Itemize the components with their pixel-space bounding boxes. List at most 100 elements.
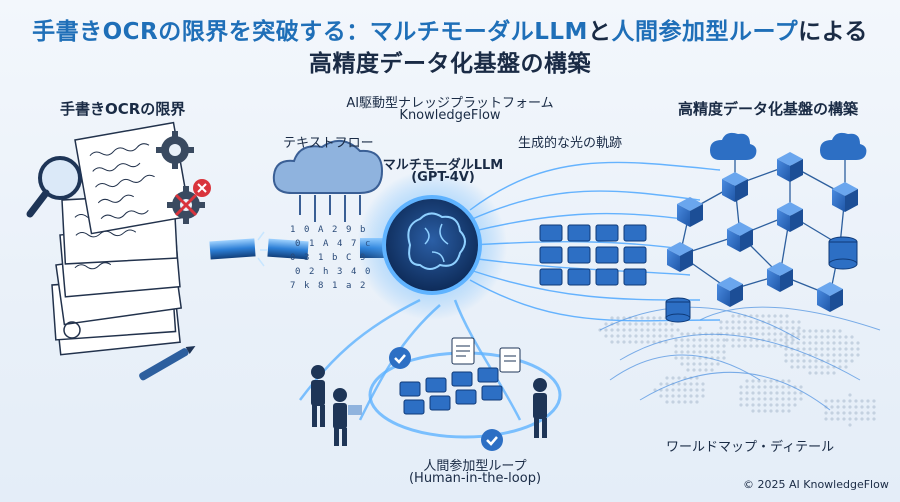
map-dot xyxy=(695,376,699,380)
map-dot xyxy=(658,322,662,326)
map-dot xyxy=(695,388,699,392)
map-dot xyxy=(784,347,788,351)
map-dot xyxy=(737,326,741,330)
magnifier-icon xyxy=(26,156,82,218)
map-dot xyxy=(757,385,761,389)
map-dot xyxy=(820,335,824,339)
map-dot xyxy=(751,403,755,407)
map-dot xyxy=(769,397,773,401)
glyph-char: k xyxy=(304,281,310,291)
map-dot xyxy=(646,328,650,332)
map-dot xyxy=(704,368,708,372)
map-dot xyxy=(797,332,801,336)
map-dot xyxy=(604,328,608,332)
map-dot xyxy=(665,376,669,380)
map-dot xyxy=(773,338,777,342)
map-dot xyxy=(820,341,824,345)
map-dot xyxy=(716,344,720,348)
map-dot xyxy=(824,411,828,415)
map-dot xyxy=(751,391,755,395)
map-dot xyxy=(751,385,755,389)
map-dot xyxy=(757,403,761,407)
map-dot xyxy=(854,411,858,415)
map-dot xyxy=(745,385,749,389)
map-dot xyxy=(680,338,684,342)
map-dot xyxy=(838,365,842,369)
map-dot xyxy=(646,334,650,338)
map-dot xyxy=(671,394,675,398)
map-dot xyxy=(854,417,858,421)
map-dot xyxy=(769,403,773,407)
map-dot xyxy=(698,362,702,366)
map-dot xyxy=(787,403,791,407)
network-graph-nodes xyxy=(667,152,858,312)
map-dot xyxy=(622,334,626,338)
map-dot xyxy=(844,341,848,345)
map-dot xyxy=(731,320,735,324)
map-dot xyxy=(610,328,614,332)
glyph-char: 2 xyxy=(309,267,314,277)
network-node-cube xyxy=(717,277,743,307)
map-dot xyxy=(793,403,797,407)
map-dot xyxy=(725,326,729,330)
network-node-cube xyxy=(832,182,858,212)
map-dot xyxy=(610,334,614,338)
map-dot xyxy=(640,328,644,332)
map-dot xyxy=(704,344,708,348)
map-dot xyxy=(646,322,650,326)
map-dot xyxy=(850,341,854,345)
map-dot xyxy=(820,329,824,333)
map-dot xyxy=(802,353,806,357)
map-dot xyxy=(836,411,840,415)
map-dot xyxy=(830,405,834,409)
map-dot xyxy=(791,320,795,324)
map-dot xyxy=(790,359,794,363)
map-dot xyxy=(634,334,638,338)
map-dot xyxy=(664,322,668,326)
map-dot xyxy=(856,341,860,345)
map-dot xyxy=(838,347,842,351)
map-connection-arcs xyxy=(599,306,881,411)
map-dot xyxy=(808,371,812,375)
map-dot xyxy=(796,341,800,345)
map-dot xyxy=(793,397,797,401)
map-dot xyxy=(808,341,812,345)
glyph-char: h xyxy=(323,267,328,277)
map-dot xyxy=(686,344,690,348)
map-dot xyxy=(826,335,830,339)
map-dot xyxy=(749,332,753,336)
check-icon xyxy=(389,347,411,369)
map-dot xyxy=(787,385,791,389)
map-dot xyxy=(646,316,650,320)
map-dot xyxy=(757,409,761,413)
map-dot xyxy=(674,350,678,354)
llm-brain-core xyxy=(357,170,507,320)
map-dot xyxy=(652,316,656,320)
map-dot xyxy=(838,329,842,333)
map-dot xyxy=(779,338,783,342)
glyph-char: A xyxy=(318,225,324,235)
map-dot xyxy=(689,382,693,386)
map-dot xyxy=(763,379,767,383)
map-dot xyxy=(814,365,818,369)
map-dot xyxy=(866,399,870,403)
map-dot xyxy=(634,322,638,326)
map-dot xyxy=(872,411,876,415)
map-dot xyxy=(743,320,747,324)
map-dot xyxy=(628,334,632,338)
map-dot xyxy=(832,335,836,339)
map-dot xyxy=(710,362,714,366)
map-dot xyxy=(634,328,638,332)
map-dot xyxy=(844,347,848,351)
map-dot xyxy=(784,359,788,363)
map-dot xyxy=(692,356,696,360)
map-dot xyxy=(848,405,852,409)
glyph-char: a xyxy=(346,281,351,291)
map-dot xyxy=(826,329,830,333)
map-dot xyxy=(781,391,785,395)
network-node-cube xyxy=(722,172,748,202)
map-dot xyxy=(722,350,726,354)
document-card-icon-2 xyxy=(499,347,521,373)
map-dot xyxy=(686,362,690,366)
map-dot xyxy=(860,411,864,415)
